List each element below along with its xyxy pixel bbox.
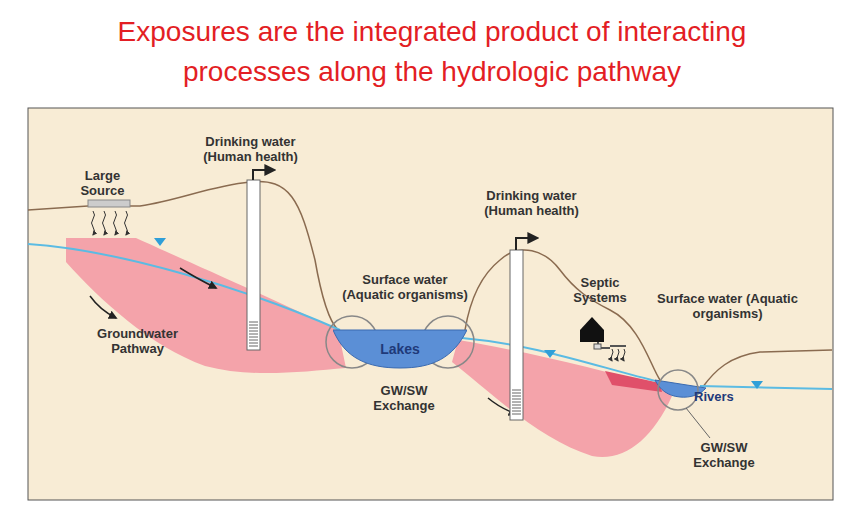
infiltration-arrow bbox=[92, 211, 95, 235]
infiltration-arrow bbox=[617, 349, 619, 361]
well-screen bbox=[249, 322, 258, 346]
infiltration-arrow bbox=[611, 349, 613, 361]
well-casing bbox=[247, 180, 260, 350]
water-table-symbol bbox=[751, 381, 763, 389]
house-icon bbox=[580, 317, 604, 342]
drain-field bbox=[610, 345, 626, 347]
well-label: Drinking water (Human health) bbox=[474, 188, 589, 218]
infiltration-arrow bbox=[114, 211, 117, 235]
water-table bbox=[700, 386, 832, 389]
infiltration-arrow bbox=[125, 211, 128, 235]
ground-surface bbox=[28, 182, 338, 330]
flow-arrow bbox=[90, 296, 116, 318]
groundwater-plume bbox=[452, 340, 672, 457]
well-casing bbox=[510, 250, 523, 420]
well-discharge bbox=[253, 170, 274, 180]
source-label: Septic Systems bbox=[566, 275, 634, 305]
receptor-label: Surface water (Aquatic organisms) bbox=[335, 272, 475, 302]
lake-shape: Lakes bbox=[333, 328, 467, 370]
septic-tank bbox=[594, 344, 601, 349]
exchange-label: GW/SW Exchange bbox=[368, 383, 440, 413]
flow-arrow bbox=[180, 268, 216, 288]
water-table-symbol bbox=[154, 238, 166, 246]
well-screen bbox=[512, 390, 521, 414]
septic-plume bbox=[605, 371, 662, 392]
water-table-symbol bbox=[544, 350, 556, 358]
river-label: Rivers bbox=[694, 389, 754, 404]
exchange-label: GW/SW Exchange bbox=[688, 440, 760, 470]
water-table bbox=[462, 338, 660, 382]
well-label: Drinking water (Human health) bbox=[193, 134, 308, 164]
groundwater-plume bbox=[66, 238, 346, 373]
infiltration-arrow bbox=[623, 349, 625, 361]
exchange-circle bbox=[658, 370, 698, 410]
diagram-panel bbox=[28, 108, 833, 500]
well-discharge bbox=[516, 238, 537, 250]
pathway-label: Groundwater Pathway bbox=[90, 326, 185, 356]
leader-line bbox=[686, 408, 710, 438]
water-table bbox=[28, 244, 340, 330]
receptor-label: Surface water (Aquatic organisms) bbox=[655, 291, 800, 321]
infiltration-arrow bbox=[103, 211, 106, 235]
ground-surface bbox=[702, 350, 832, 388]
lake-label: Lakes bbox=[333, 328, 467, 370]
source-label: Large Source bbox=[75, 168, 130, 198]
ground-surface bbox=[465, 250, 660, 380]
diagram-title: Exposures are the integrated product of … bbox=[62, 12, 802, 92]
source-area bbox=[88, 200, 130, 207]
